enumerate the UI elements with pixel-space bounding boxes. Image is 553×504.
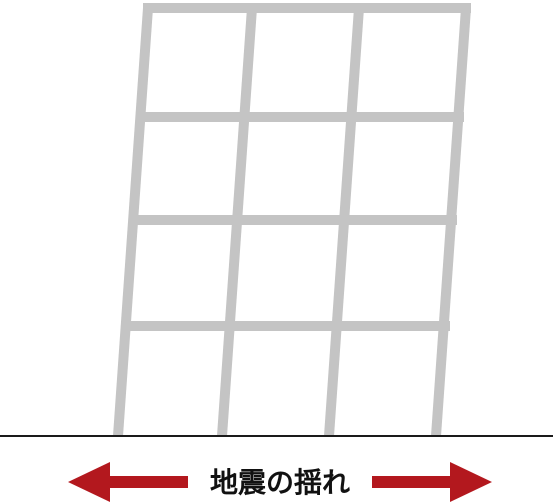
caption-label: 地震の揺れ [210, 466, 350, 499]
arrow-right-icon [372, 462, 492, 502]
arrow-left-icon [68, 462, 188, 502]
building-frame [113, 3, 471, 437]
